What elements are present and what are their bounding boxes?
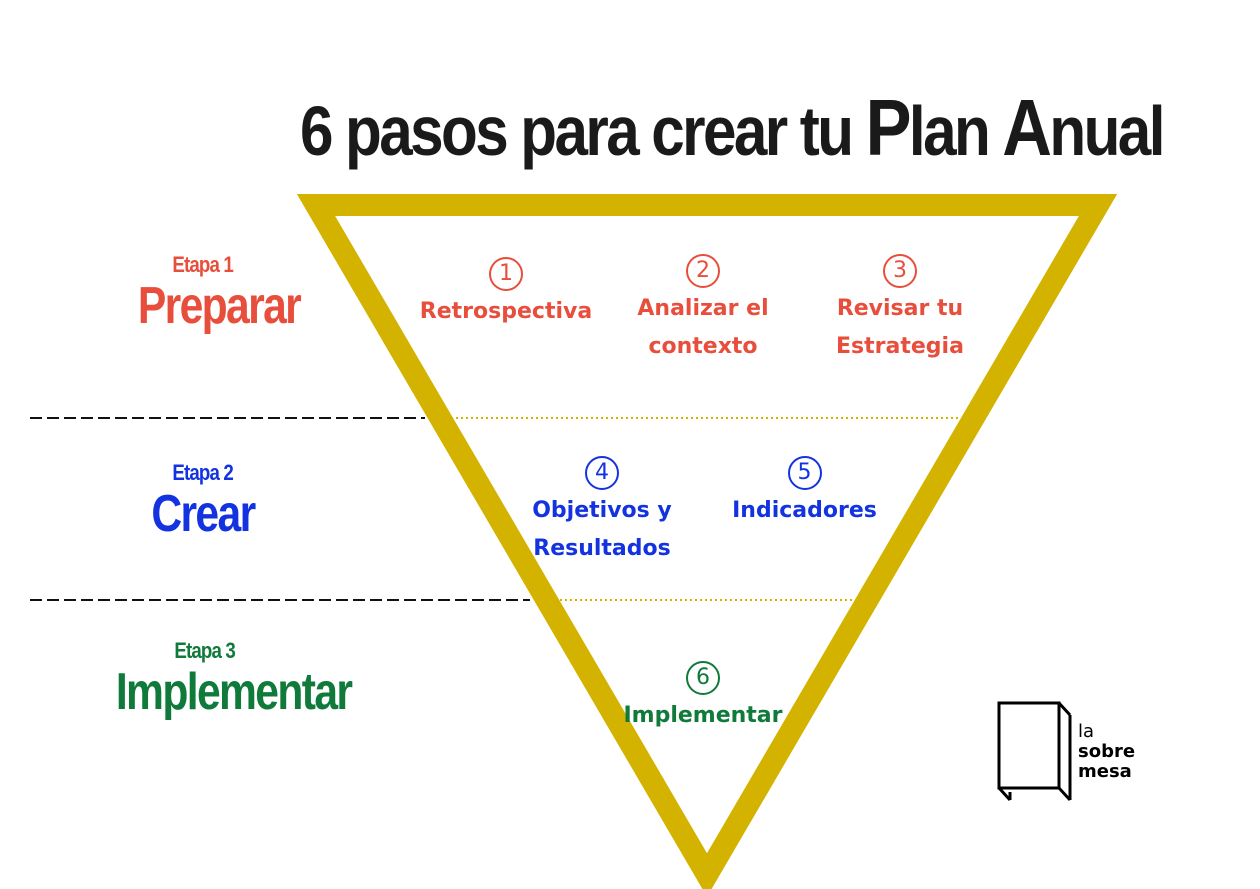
step-6-label: Implementar (623, 703, 783, 728)
step-4: 4 Objetivos y Resultados (522, 454, 682, 568)
logo: la sobre mesa (1078, 722, 1135, 782)
step-3-label: Revisar tu Estrategia (836, 296, 964, 359)
step-1-number: 1 (489, 257, 523, 291)
title-a: A (1002, 83, 1052, 172)
page-title: 6 pasos para crear tu Plan Anual (300, 82, 1165, 174)
stage-2: Etapa 2 Crear (120, 460, 285, 543)
stage-3-etapa: Etapa 3 (174, 638, 236, 663)
stage-1-etapa: Etapa 1 (172, 252, 233, 277)
stage-3-name: Implementar (115, 663, 353, 721)
step-5-number: 5 (787, 456, 822, 490)
stage-1: Etapa 1 Preparar (120, 252, 302, 335)
step-5: 5 Indicadores (722, 454, 887, 530)
step-1: 1 Retrospectiva (416, 255, 596, 331)
title-p: P (865, 83, 912, 172)
step-6-number: 6 (686, 661, 720, 695)
step-4-number: 4 (585, 456, 619, 490)
step-2-number: 2 (686, 254, 720, 288)
stage-2-name: Crear (150, 485, 256, 543)
title-part2: lan (908, 92, 1003, 170)
title-part1: 6 pasos para crear tu (300, 92, 866, 170)
step-3: 3 Revisar tu Estrategia (820, 252, 980, 366)
stage-1-name: Preparar (137, 277, 302, 335)
step-2: 2 Analizar el contexto (618, 252, 788, 366)
step-5-label: Indicadores (732, 498, 877, 523)
inverted-triangle (296, 194, 1118, 889)
step-3-number: 3 (883, 254, 917, 288)
step-1-label: Retrospectiva (419, 299, 593, 324)
logo-icon (997, 701, 1072, 802)
stage-2-etapa: Etapa 2 (172, 460, 233, 485)
step-6: 6 Implementar (618, 659, 788, 735)
title-part3: nual (1049, 92, 1165, 170)
stage-3: Etapa 3 Implementar (90, 638, 353, 721)
step-4-label: Objetivos y Resultados (532, 498, 672, 561)
step-2-label: Analizar el contexto (637, 296, 769, 359)
logo-line1: la (1078, 721, 1095, 742)
logo-line3: mesa (1078, 761, 1132, 782)
logo-line2: sobre (1078, 741, 1136, 762)
